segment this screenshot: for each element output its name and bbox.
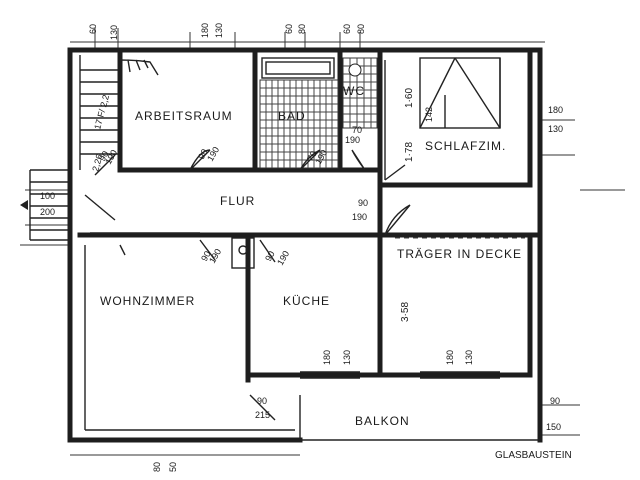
dim-label: 80 (152, 462, 162, 472)
dimension-lines (20, 28, 625, 456)
dim-label: 130 (464, 350, 474, 365)
dimension-labels: 60 130 180 130 60 80 60 80 1·60 1·78 180… (40, 23, 563, 472)
dim-label: 70 (352, 125, 362, 135)
room-label-kueche: KÜCHE (283, 294, 330, 308)
stairs-label: 17 F/ 2,2 (92, 94, 111, 131)
entrance-steps (20, 169, 70, 241)
room-label-schlafzimmer: SCHLAFZIM. (425, 139, 506, 153)
dim-label: 130 (548, 124, 563, 134)
dim-label: 100 (40, 191, 55, 201)
dim-label: 90 (196, 147, 210, 161)
staircase (79, 55, 159, 170)
dim-label: 130 (342, 350, 352, 365)
dim-label: 90 (358, 198, 368, 208)
dim-label: 130 (214, 23, 224, 38)
room-label-wohnzimmer: WOHNZIMMER (100, 294, 195, 308)
wardrobe (384, 57, 501, 180)
interior-walls (77, 52, 543, 431)
room-label-bad: BAD (278, 109, 306, 123)
dim-label: 60 (342, 24, 352, 34)
door-swings (84, 149, 411, 421)
windows (90, 232, 525, 379)
room-label-balkon: BALKON (355, 414, 410, 428)
dim-label: 190 (313, 148, 329, 166)
dim-label: 60 (284, 24, 294, 34)
dim-label: 1·78 (404, 142, 415, 162)
dim-label: 60 (88, 24, 98, 34)
glasbaustein-label: GLASBAUSTEIN (495, 450, 572, 461)
dim-label: 190 (345, 135, 360, 145)
room-label-traeger: TRÄGER IN DECKE (397, 247, 522, 261)
dim-label: 50 (168, 462, 178, 472)
outer-walls (67, 47, 543, 443)
dim-label: 90 (257, 396, 267, 406)
dim-label: 3·58 (400, 302, 411, 322)
room-label-flur: FLUR (220, 194, 255, 208)
dim-label: 90 (97, 149, 111, 163)
dim-label: 190 (207, 247, 223, 265)
dim-label: 190 (205, 145, 221, 163)
dim-label: 90 (550, 396, 560, 406)
room-label-arbeitsraum: ARBEITSRAUM (135, 109, 233, 123)
dim-label: 80 (356, 24, 366, 34)
dim-label: 70 (305, 149, 319, 163)
dim-label: 190 (103, 148, 119, 166)
dim-label: 215 (255, 410, 270, 420)
dim-label: 200 (40, 207, 55, 217)
dim-label: 142 (424, 107, 434, 122)
dim-label: 180 (445, 350, 455, 365)
bathroom-tiles (259, 57, 378, 169)
dim-label: 80 (297, 24, 307, 34)
dim-label: 180 (200, 23, 210, 38)
stairs-lower-label: 2,26 (90, 153, 104, 173)
dim-label: 190 (275, 249, 291, 267)
dim-label: 190 (352, 212, 367, 222)
dim-label: 180 (548, 105, 563, 115)
room-labels: ARBEITSRAUM BAD WC SCHLAFZIM. FLUR WOHNZ… (90, 84, 571, 461)
dim-label: 130 (109, 25, 119, 40)
dim-label: 150 (546, 422, 561, 432)
dim-label: 180 (322, 350, 332, 365)
room-label-wc: WC (343, 84, 365, 98)
dim-label: 90 (199, 249, 213, 263)
dim-label: 90 (263, 249, 277, 263)
dim-label: 1·60 (404, 88, 415, 108)
